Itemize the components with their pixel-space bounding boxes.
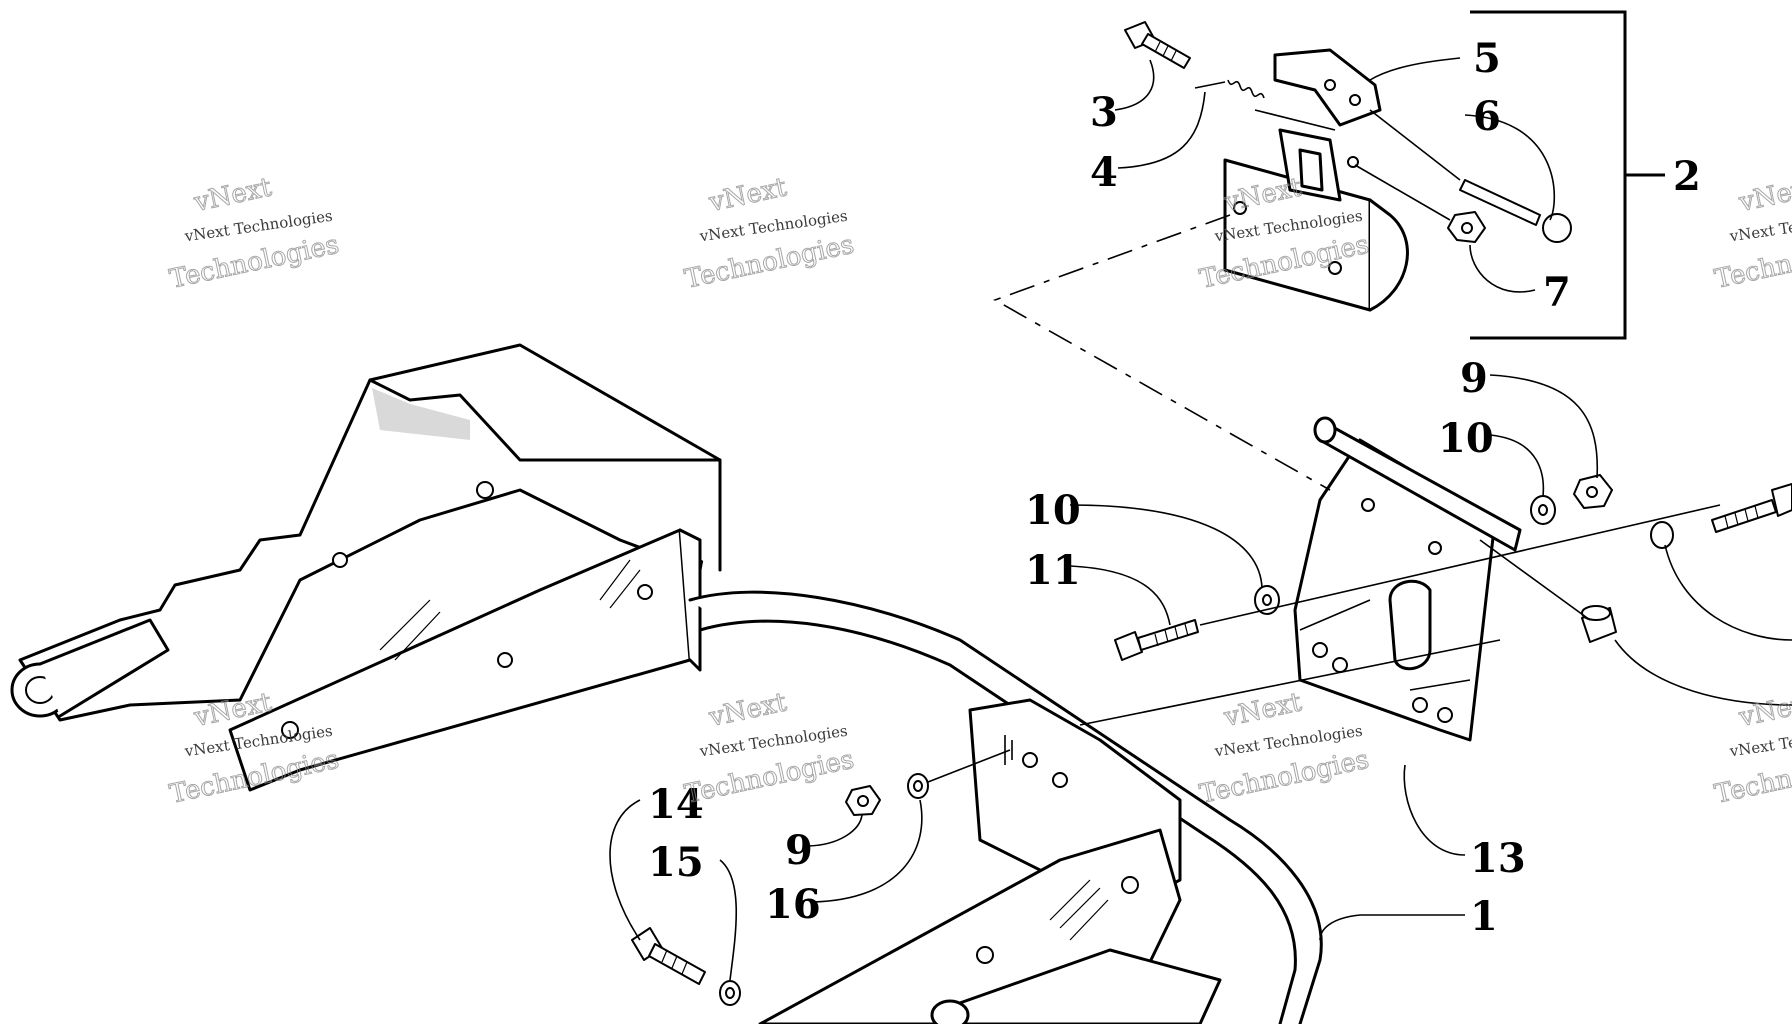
callout-labels: 3 4 5 6 2 7 9 10 10 11 13 1 14 15 9 16 <box>648 35 1701 940</box>
callout-10-upper: 10 <box>1438 415 1494 462</box>
svg-text:vNext: vNext <box>706 687 790 733</box>
callout-10-left: 10 <box>1025 487 1081 534</box>
callout-14: 14 <box>648 781 704 828</box>
callout-15: 15 <box>648 839 704 886</box>
callout-11: 11 <box>1025 547 1081 594</box>
svg-text:vNext: vNext <box>191 172 275 218</box>
lower-bracket-assembly <box>758 698 1222 1024</box>
callout-16: 16 <box>765 881 821 928</box>
watermark-8: vNext vNext Technologies Technologies <box>1712 687 1792 810</box>
callout-13: 13 <box>1470 835 1526 882</box>
callout-6: 6 <box>1473 93 1501 140</box>
kit-bracket <box>1470 10 1665 340</box>
callout-5: 5 <box>1473 35 1501 82</box>
callout-3: 3 <box>1090 89 1118 136</box>
hitch-latch-kit <box>1124 21 1572 312</box>
callout-9-lower: 9 <box>785 827 813 874</box>
callout-7: 7 <box>1543 269 1571 316</box>
hardware <box>631 474 1792 1006</box>
callout-9-upper: 9 <box>1460 355 1488 402</box>
callout-2: 2 <box>1673 153 1701 200</box>
left-bracket-assembly <box>10 343 722 792</box>
mounting-plate <box>1293 416 1522 742</box>
callout-1: 1 <box>1470 893 1498 940</box>
watermark-4: vNext vNext Technologies Technologies <box>1712 172 1792 295</box>
watermark-1: vNext vNext Technologies Technologies <box>167 172 343 295</box>
leader-lines <box>609 57 1792 981</box>
alignment-line <box>993 214 1331 491</box>
watermark-7: vNext vNext Technologies Technologies <box>1197 687 1373 810</box>
svg-text:vNext: vNext <box>706 172 790 218</box>
svg-text:vNext: vNext <box>1736 172 1792 218</box>
callout-4: 4 <box>1090 149 1118 196</box>
svg-text:vNext: vNext <box>1736 687 1792 733</box>
watermark-2: vNext vNext Technologies Technologies <box>682 172 858 295</box>
